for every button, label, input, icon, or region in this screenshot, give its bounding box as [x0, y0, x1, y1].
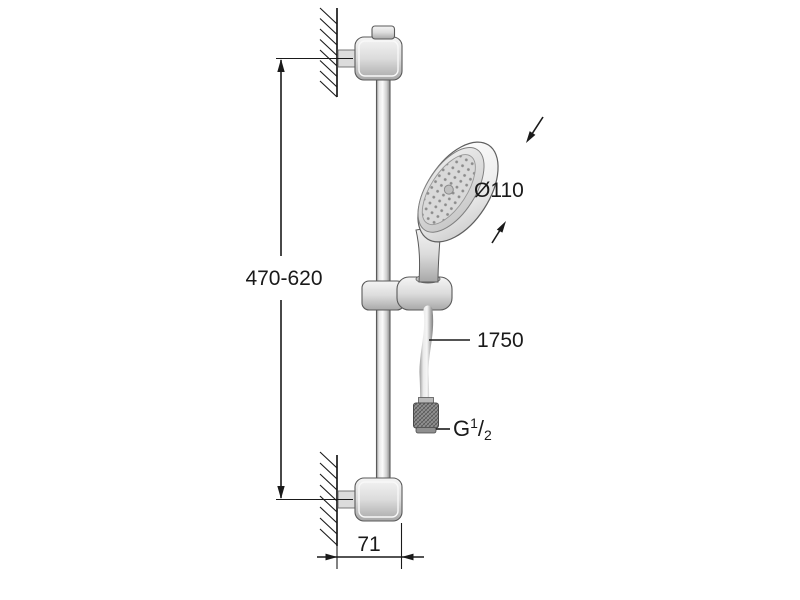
shower-head	[417, 141, 499, 243]
bottom-wall-mount-plate	[354, 477, 403, 522]
dim-thread: G1/2	[436, 415, 492, 443]
wall-hatch-bottom	[319, 451, 338, 546]
shower-hose	[419, 305, 434, 408]
dim-hose-length: 1750	[429, 329, 524, 352]
dim-rail-height: 470-620	[245, 57, 353, 501]
label-head-diameter: Ø110	[474, 179, 524, 202]
top-wall-mount-plate	[354, 36, 403, 81]
dim-head-diameter: Ø110	[474, 116, 544, 244]
hose-nut	[413, 397, 439, 434]
dim-wall-distance: 71	[317, 523, 424, 569]
rail-top-cap	[371, 25, 396, 40]
center-nozzle	[443, 184, 454, 195]
label-thread: G1/2	[453, 415, 492, 443]
label-wall-distance: 71	[357, 533, 380, 556]
wall-hatch-top	[319, 7, 338, 98]
label-hose-length: 1750	[477, 329, 524, 352]
shower-rail	[375, 32, 391, 512]
label-rail-height: 470-620	[245, 267, 322, 290]
